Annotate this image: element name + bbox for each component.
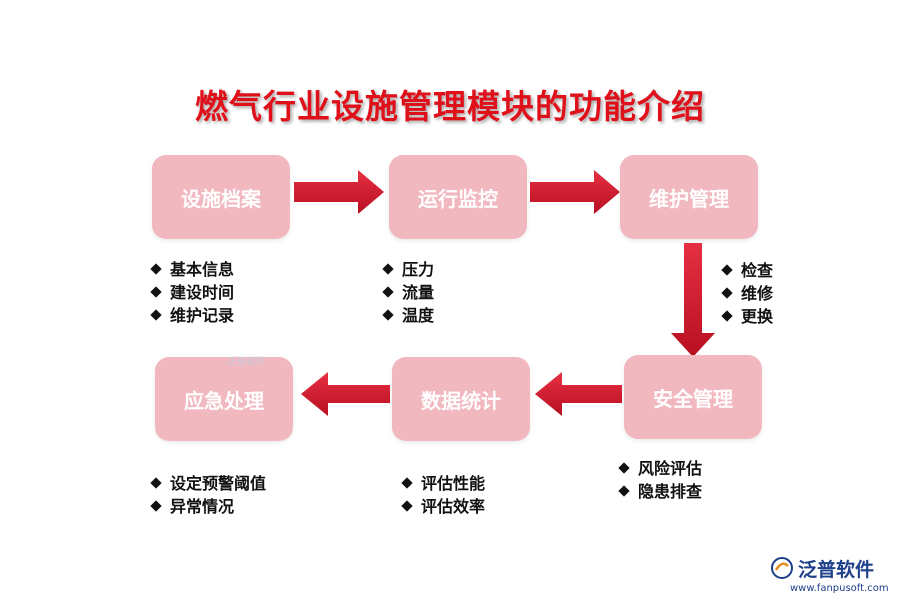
watermark: 泛普软件 — [226, 357, 266, 368]
diagram-title: 燃气行业设施管理模块的功能介绍 — [195, 87, 705, 126]
list-item: 更换 — [721, 305, 773, 328]
list-item: 风险评估 — [618, 457, 702, 480]
arrow-3-to-4 — [671, 243, 715, 357]
list-item: 流量 — [382, 281, 434, 304]
diamond-bullet-icon — [150, 262, 162, 275]
list-item: 评估效率 — [401, 495, 485, 518]
diamond-bullet-icon — [721, 309, 733, 322]
diamond-bullet-icon — [150, 285, 162, 298]
node-operation-monitoring: 运行监控 — [389, 155, 527, 239]
diamond-bullet-icon — [618, 461, 630, 474]
arrow-2-to-3 — [530, 170, 620, 214]
diamond-bullet-icon — [382, 262, 394, 275]
list-item: 维护记录 — [150, 304, 234, 327]
list-item: 基本信息 — [150, 258, 234, 281]
node-label: 数据统计 — [421, 388, 501, 413]
emergency-handling-list: 设定预警阈值 异常情况 — [150, 472, 266, 518]
node-emergency-handling: 应急处理 — [155, 357, 293, 441]
operation-monitoring-list: 压力 流量 温度 — [382, 258, 434, 327]
node-data-statistics: 数据统计 — [392, 357, 530, 441]
diamond-bullet-icon — [382, 308, 394, 321]
brand-logo: 泛普软件 — [770, 555, 874, 581]
logo-icon — [771, 557, 793, 579]
diamond-bullet-icon — [150, 499, 162, 512]
diamond-bullet-icon — [382, 285, 394, 298]
list-item: 评估性能 — [401, 472, 485, 495]
list-item: 维修 — [721, 282, 773, 305]
diamond-bullet-icon — [401, 476, 413, 489]
node-label: 运行监控 — [418, 186, 498, 211]
diamond-bullet-icon — [618, 484, 630, 497]
logo-name: 泛普软件 — [798, 558, 875, 581]
list-item: 异常情况 — [150, 495, 266, 518]
node-label: 应急处理 — [184, 388, 264, 413]
node-maintenance-management: 维护管理 — [620, 155, 758, 239]
list-item: 压力 — [382, 258, 434, 281]
node-label: 设施档案 — [181, 186, 261, 211]
diamond-bullet-icon — [721, 263, 733, 276]
node-label: 维护管理 — [649, 186, 729, 211]
list-item: 设定预警阈值 — [150, 472, 266, 495]
diamond-bullet-icon — [401, 499, 413, 512]
list-item: 检查 — [721, 259, 773, 282]
diamond-bullet-icon — [150, 476, 162, 489]
diamond-bullet-icon — [150, 308, 162, 321]
data-statistics-list: 评估性能 评估效率 — [401, 472, 485, 518]
list-item: 隐患排查 — [618, 480, 702, 503]
arrow-1-to-2 — [294, 170, 384, 214]
list-item: 温度 — [382, 304, 434, 327]
node-label: 安全管理 — [653, 386, 733, 411]
arrow-4-to-5 — [535, 372, 622, 416]
node-facility-records: 设施档案 — [152, 155, 290, 239]
safety-management-list: 风险评估 隐患排查 — [618, 457, 702, 503]
node-safety-management: 安全管理 — [624, 355, 762, 439]
diamond-bullet-icon — [721, 286, 733, 299]
facility-records-list: 基本信息 建设时间 维护记录 — [150, 258, 234, 327]
maintenance-management-list: 检查 维修 更换 — [721, 259, 773, 328]
logo-url: www.fanpusoft.com — [790, 583, 889, 594]
list-item: 建设时间 — [150, 281, 234, 304]
arrow-5-to-6 — [301, 372, 390, 416]
